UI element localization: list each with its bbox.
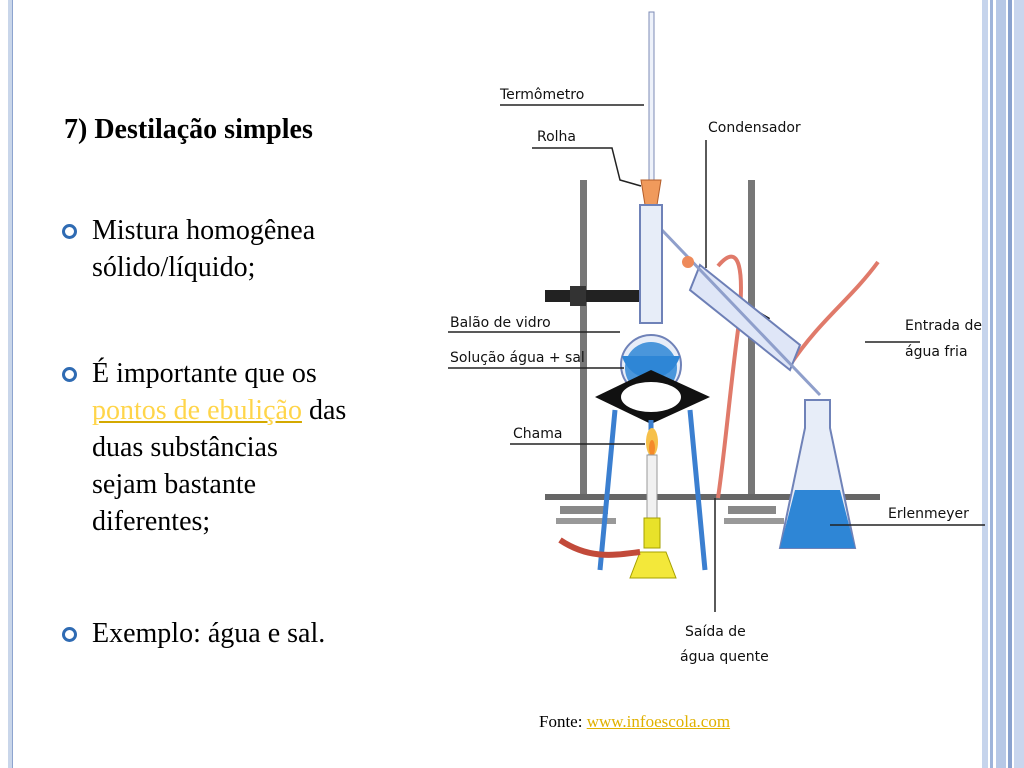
wire-gauze <box>595 370 710 424</box>
bullet-text: duas substâncias <box>92 432 278 463</box>
label-saida-2: água quente <box>680 649 769 665</box>
water-hoses <box>716 254 880 499</box>
bullet-text: das <box>301 395 347 426</box>
boiling-points-link[interactable]: pontos de ebulição <box>92 395 302 426</box>
bunsen-burner <box>558 428 677 579</box>
condenser <box>658 226 822 397</box>
bullet-text: É importante que os <box>92 358 317 389</box>
bullet-item: Mistura homogênea sólido/líquido; <box>62 212 315 286</box>
label-solucao: Solução água + sal <box>450 350 585 366</box>
label-rolha: Rolha <box>537 129 576 145</box>
label-erlenmeyer: Erlenmeyer <box>888 506 969 522</box>
source-link[interactable]: www.infoescola.com <box>586 712 731 731</box>
label-entrada-2: água fria <box>905 344 968 360</box>
label-leaders <box>448 104 985 612</box>
left-border-decoration <box>8 0 13 768</box>
source-label: Fonte: <box>539 712 587 731</box>
bullet-text: diferentes; <box>92 506 211 537</box>
bullet-text: Mistura homogênea <box>92 215 316 246</box>
label-saida-1: Saída de <box>685 624 746 640</box>
label-termometro: Termômetro <box>499 87 584 103</box>
stopper <box>640 179 662 206</box>
bullet-ring-icon <box>62 627 77 642</box>
bullet-item: Exemplo: água e sal. <box>62 615 325 652</box>
label-chama: Chama <box>513 426 562 442</box>
label-entrada-1: Entrada de <box>905 318 982 334</box>
bullet-ring-icon <box>62 224 77 239</box>
erlenmeyer-flask <box>778 399 857 549</box>
label-condensador: Condensador <box>708 120 801 136</box>
source-credit: Fonte: www.infoescola.com <box>539 712 730 732</box>
bullet-ring-icon <box>62 367 77 382</box>
label-balao: Balão de vidro <box>450 315 551 331</box>
bullet-item: É importante que os pontos de ebulição d… <box>62 355 346 540</box>
slide-title: 7) Destilação simples <box>64 114 313 145</box>
distillation-diagram: Termômetro Rolha Condensador Balão de vi… <box>448 11 985 665</box>
bullet-text: sejam bastante <box>92 469 257 500</box>
bullet-text: sólido/líquido; <box>92 252 256 283</box>
right-border-decoration <box>982 0 1024 768</box>
bullet-text: Exemplo: água e sal. <box>92 618 326 649</box>
